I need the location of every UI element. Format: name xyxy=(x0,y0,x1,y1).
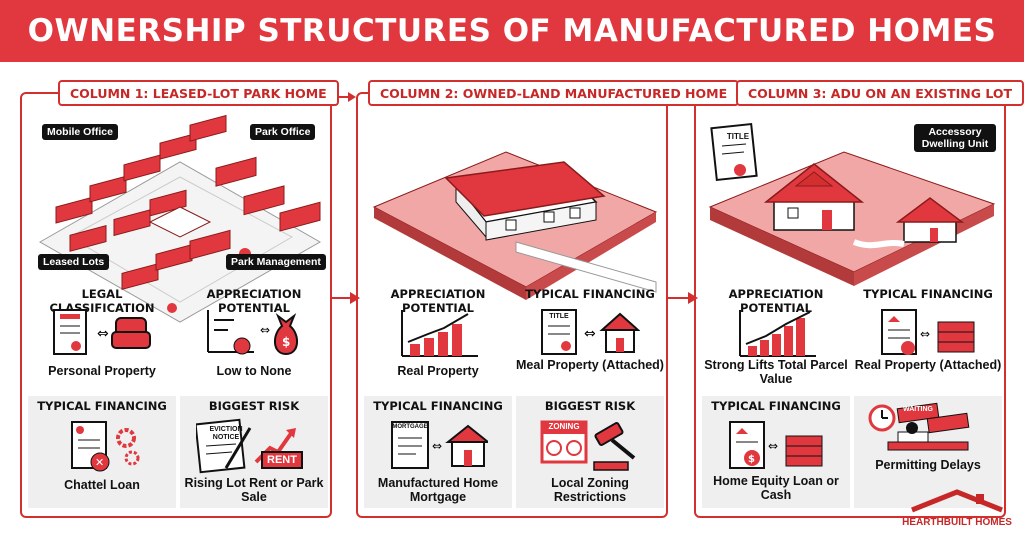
title-doc-text: TITLE xyxy=(549,313,569,320)
column-leased-lot: Mobile Office Park Office Leased Lots Pa… xyxy=(20,92,332,518)
cell-value: Strong Lifts Total Parcel Value xyxy=(704,358,848,386)
cell-title: BIGGEST RISK xyxy=(208,399,300,413)
eviction-notice-icon xyxy=(196,418,303,474)
cell-value: Rising Lot Rent or Park Sale xyxy=(184,476,324,504)
adu-label: Accessory Dwelling Unit xyxy=(914,124,996,152)
adu-lot-illustration xyxy=(708,122,996,286)
svg-text:⇔: ⇔ xyxy=(97,326,109,342)
cell-title: TYPICAL FINANCING xyxy=(37,399,167,413)
column-owned-land: APPRECIATION POTENTIAL Real Property TYP… xyxy=(356,92,668,518)
cell-value: Home Equity Loan or Cash xyxy=(713,474,839,502)
cell-value: Meal Property (Attached) xyxy=(516,358,664,372)
doc-cash-icon: ⇔ xyxy=(881,309,975,355)
cell-title: TYPICAL FINANCING xyxy=(373,399,503,413)
rent-sign-text: RENT xyxy=(267,454,297,466)
cell-value: Personal Property xyxy=(48,364,156,378)
title-to-house-icon: ⇔ xyxy=(541,309,640,355)
cell-title: TYPICAL FINANCING xyxy=(863,287,993,301)
arrow-right-icon xyxy=(668,292,698,304)
waiting-sign-text: WAITING xyxy=(903,406,933,413)
park-office-label: Park Office xyxy=(250,124,316,140)
brand-name: HEARTHBUILT HOMES xyxy=(902,517,1012,528)
loan-doc-gears-icon: ✕ xyxy=(71,421,140,472)
cell-value: Local Zoning Restrictions xyxy=(551,476,629,504)
column-2-header: COLUMN 2: OWNED-LAND MANUFACTURED HOME xyxy=(368,80,740,106)
declining-chart-icon: ⇔ $ xyxy=(207,310,298,356)
cell-appreciation-potential: APPRECIATION POTENTIAL Real Property xyxy=(364,284,512,396)
column-adu: TITLE Accessory Dwelling Unit APPRECIATI… xyxy=(694,92,1006,518)
cell-typical-financing: TYPICAL FINANCING ⇔ TITLE Meal Property … xyxy=(516,284,664,396)
cell-title: TYPICAL FINANCING xyxy=(711,399,841,413)
mobile-home-park-illustration xyxy=(38,114,322,323)
svg-text:⇔: ⇔ xyxy=(768,439,778,453)
cell-title: TYPICAL FINANCING xyxy=(525,287,655,301)
cell-value: Low to None xyxy=(216,364,292,378)
zoning-gavel-icon xyxy=(540,420,636,471)
title-to-chair-icon: ⇔ xyxy=(53,309,151,355)
cell-appreciation-potential: APPRECIATION POTENTIAL ⇔ $ Low to None xyxy=(180,284,328,396)
mobile-office-label: Mobile Office xyxy=(42,124,118,140)
cell-typical-financing-2: TYPICAL FINANCING ⇔ MORTGAGE Manufacture… xyxy=(364,396,512,508)
cell-appreciation-potential: APPRECIATION POTENTIAL Strong Lifts Tota… xyxy=(702,284,850,396)
cell-value: Permitting Delays xyxy=(875,458,981,472)
zoning-sign-text: ZONING xyxy=(548,422,580,431)
eviction-notice-text: EVICTION NOTICE xyxy=(209,426,243,441)
svg-text:⇔: ⇔ xyxy=(432,439,442,453)
leased-lots-label: Leased Lots xyxy=(38,254,110,270)
mortgage-doc-text: MORTGAGE xyxy=(392,424,428,430)
rising-chart-icon xyxy=(739,310,816,357)
cell-typical-financing: TYPICAL FINANCING ⇔ Real Property (Attac… xyxy=(854,284,1002,396)
cell-title: APPRECIATION POTENTIAL xyxy=(390,287,486,315)
cell-typical-financing: TYPICAL FINANCING ✕ Chattel Loan xyxy=(28,396,176,508)
cell-biggest-risk: BIGGEST RISK EVICTION NOTICE RENT Rising… xyxy=(180,396,328,508)
cell-typical-financing-2: TYPICAL FINANCING $ ⇔ Home Equity Loan o… xyxy=(702,396,850,508)
column-1-header: COLUMN 1: LEASED-LOT PARK HOME xyxy=(58,80,339,106)
svg-text:$: $ xyxy=(282,335,290,349)
cell-value: Real Property xyxy=(397,364,479,378)
arrow-right-icon xyxy=(330,292,360,304)
cell-permitting: WAITING Permitting Delays xyxy=(854,396,1002,508)
cell-value: Manufactured Home Mortgage xyxy=(377,476,499,504)
column-3-header: COLUMN 3: ADU ON AN EXISTING LOT xyxy=(736,80,1024,106)
cell-biggest-risk: BIGGEST RISK ZONING Local Zoning Restric… xyxy=(516,396,664,508)
cell-title: APPRECIATION POTENTIAL xyxy=(728,287,824,315)
owned-land-home-illustration xyxy=(372,151,658,300)
page-title: OWNERSHIP STRUCTURES OF MANUFACTURED HOM… xyxy=(0,0,1024,62)
cell-value: Chattel Loan xyxy=(64,478,140,492)
equity-doc-cash-icon: $ ⇔ xyxy=(729,421,823,469)
svg-text:✕: ✕ xyxy=(95,456,104,469)
cell-value: Real Property (Attached) xyxy=(854,358,1002,372)
title-doc-text: TITLE xyxy=(726,132,750,141)
brand-logo: HEARTHBUILT HOMES xyxy=(898,488,1016,532)
svg-text:⇔: ⇔ xyxy=(260,323,270,337)
cell-title: BIGGEST RISK xyxy=(544,399,636,413)
svg-text:⇔: ⇔ xyxy=(920,327,930,341)
mortgage-doc-icon: ⇔ xyxy=(391,421,488,469)
cell-title: APPRECIATION POTENTIAL xyxy=(206,287,302,315)
rising-chart-icon xyxy=(401,310,478,357)
svg-text:⇔: ⇔ xyxy=(584,326,596,342)
svg-text:$: $ xyxy=(748,454,755,465)
park-management-label: Park Management xyxy=(226,254,326,270)
waiting-desk-icon xyxy=(868,402,970,451)
house-roof-icon xyxy=(911,489,1003,513)
cell-legal-classification: LEGAL CLASSIFICATION ⇔ Personal Property xyxy=(28,284,176,396)
